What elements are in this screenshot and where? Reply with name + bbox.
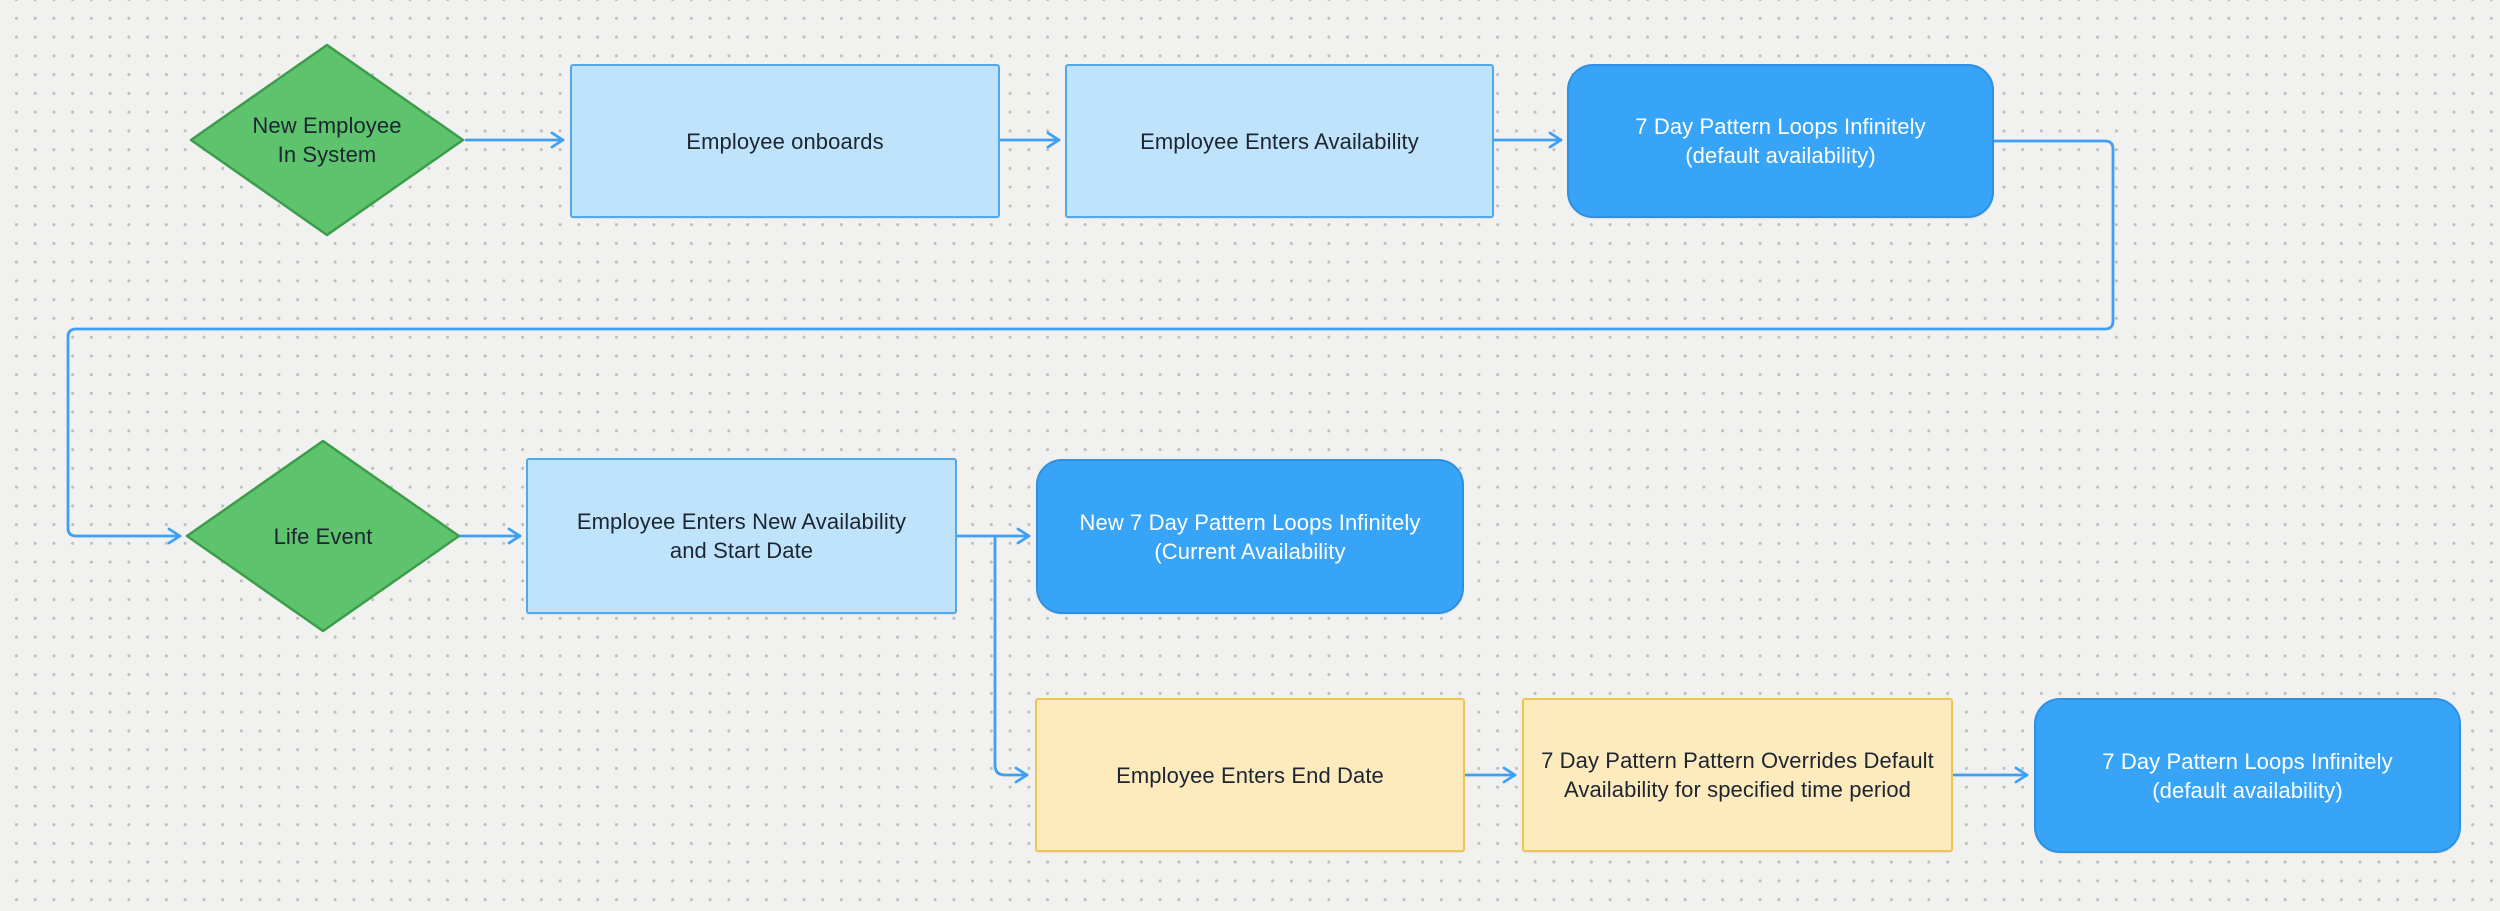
node-label: New 7 Day Pattern Loops Infinitely (Curr… xyxy=(1079,509,1421,564)
node-label: 7 Day Pattern Loops Infinitely (default … xyxy=(2102,748,2393,803)
node-employee-enters-availability[interactable]: Employee Enters Availability xyxy=(1065,64,1494,218)
edge-pattern-wrap-to-life-event[interactable] xyxy=(66,139,2115,545)
edge-branch-to-end-date[interactable] xyxy=(993,535,1029,784)
node-life-event[interactable]: Life Event xyxy=(185,439,461,633)
diamond-shape xyxy=(189,43,465,237)
node-7-day-pattern-overrides[interactable]: 7 Day Pattern Pattern Overrides Default … xyxy=(1522,698,1953,852)
node-7-day-pattern-loops-default-2[interactable]: 7 Day Pattern Loops Infinitely (default … xyxy=(2034,698,2461,853)
node-employee-enters-end-date[interactable]: Employee Enters End Date xyxy=(1035,698,1465,852)
node-new-employee-in-system[interactable]: New Employee In System xyxy=(189,43,465,237)
node-label: Employee Enters End Date xyxy=(1116,762,1384,788)
node-new-7-day-pattern-loops[interactable]: New 7 Day Pattern Loops Infinitely (Curr… xyxy=(1036,459,1464,614)
diamond-shape xyxy=(185,439,461,633)
node-employee-onboards[interactable]: Employee onboards xyxy=(570,64,1000,218)
node-employee-enters-new-availability[interactable]: Employee Enters New Availability and Sta… xyxy=(526,458,957,614)
node-label: Employee Enters New Availability and Sta… xyxy=(576,509,907,563)
node-7-day-pattern-loops-default[interactable]: 7 Day Pattern Loops Infinitely (default … xyxy=(1567,64,1994,218)
node-label: 7 Day Pattern Loops Infinitely (default … xyxy=(1635,114,1926,168)
node-label: Employee onboards xyxy=(686,128,884,154)
node-label: Employee Enters Availability xyxy=(1140,128,1419,154)
node-label: 7 Day Pattern Pattern Overrides Default … xyxy=(1541,748,1934,802)
